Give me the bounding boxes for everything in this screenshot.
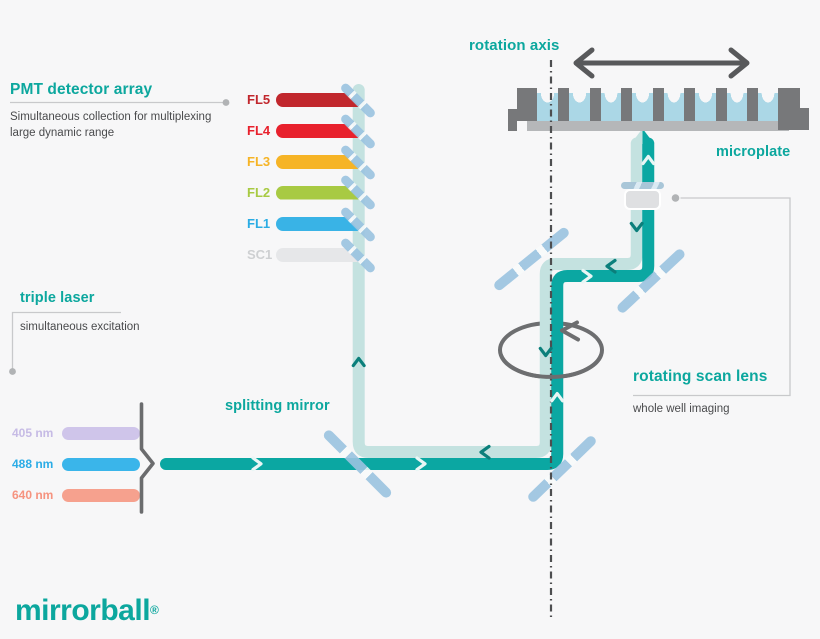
splitting-mirror-title: splitting mirror xyxy=(225,398,330,414)
microplate-well xyxy=(726,93,747,121)
scan-lens-title: rotating scan lens xyxy=(633,368,768,385)
microplate-well xyxy=(758,93,778,121)
excitation-direction-chevrons xyxy=(251,154,656,472)
pmt-description-line2: large dynamic range xyxy=(10,127,115,139)
microplate-divider xyxy=(652,88,664,121)
channel-label-fl3: FL3 xyxy=(247,154,271,169)
laser-label-640: 640 nm xyxy=(12,487,54,502)
microplate-well xyxy=(537,93,558,121)
microplate-divider xyxy=(621,88,632,121)
laser-bar-640 xyxy=(62,488,140,502)
microplate-divider xyxy=(589,88,601,121)
microplate-left-cap-step xyxy=(508,109,517,131)
microplate-divider xyxy=(558,88,569,121)
laser-title: triple laser xyxy=(20,290,95,306)
scan-lens-description: whole well imaging xyxy=(633,403,730,415)
microplate-left-cap xyxy=(517,88,537,121)
pmt-description-line1: Simultaneous collection for multiplexing xyxy=(10,111,212,123)
scan-lens-body xyxy=(623,188,661,210)
microplate-well xyxy=(663,93,684,121)
channel-label-fl5: FL5 xyxy=(247,92,271,107)
scan-direction-arrow xyxy=(573,47,750,79)
microplate-divider xyxy=(715,88,727,121)
channel-label-sc1: SC1 xyxy=(247,247,273,262)
label-connectors xyxy=(10,101,791,397)
scan-mirror-lower xyxy=(526,433,598,504)
microplate-title: microplate xyxy=(716,144,791,160)
scan-mirror-right xyxy=(615,247,687,315)
mirrorball-logo: mirrorball® xyxy=(15,594,159,628)
splitting-mirror xyxy=(321,427,394,500)
laser-bar-405 xyxy=(62,427,140,440)
microplate-right-cap-step xyxy=(798,108,809,130)
microplate-bottom xyxy=(527,121,789,131)
laser-bar-488 xyxy=(62,457,140,471)
microplate-divider xyxy=(684,88,695,121)
scan-lens-bracket xyxy=(633,197,791,397)
laser-combiner xyxy=(139,402,155,514)
rotation-axis-title: rotation axis xyxy=(469,37,560,54)
microplate-well xyxy=(569,93,590,121)
emission-direction-chevrons xyxy=(351,221,644,460)
registered-trademark-symbol: ® xyxy=(150,603,159,617)
rotation-arrow-front-arc xyxy=(498,353,604,379)
laser-description: simultaneous excitation xyxy=(20,321,140,333)
scan-mirror-upper-left xyxy=(491,225,571,293)
channel-bar-fl5 xyxy=(276,93,360,107)
microplate-right-cap xyxy=(778,88,800,130)
microplate-divider xyxy=(747,88,758,121)
laser-label-405: 405 nm xyxy=(12,426,54,440)
logo-text: mirrorball xyxy=(15,594,151,627)
channel-label-fl4: FL4 xyxy=(247,123,271,138)
scan-lens-window xyxy=(621,182,664,189)
rotation-arrow-back-arc xyxy=(498,321,604,379)
channel-bar-fl4 xyxy=(276,124,360,138)
laser-label-488: 488 nm xyxy=(12,456,54,471)
rotation-arrow-head xyxy=(560,320,580,342)
excitation-beam-path xyxy=(160,137,655,470)
channel-label-fl2: FL2 xyxy=(247,184,271,200)
pmt-title: PMT detector array xyxy=(10,81,153,98)
microplate-well xyxy=(632,93,653,121)
emission-beam-path xyxy=(352,84,643,458)
microplate-well xyxy=(695,93,716,121)
channel-label-fl1: FL1 xyxy=(247,216,271,231)
microplate-well xyxy=(600,93,621,121)
